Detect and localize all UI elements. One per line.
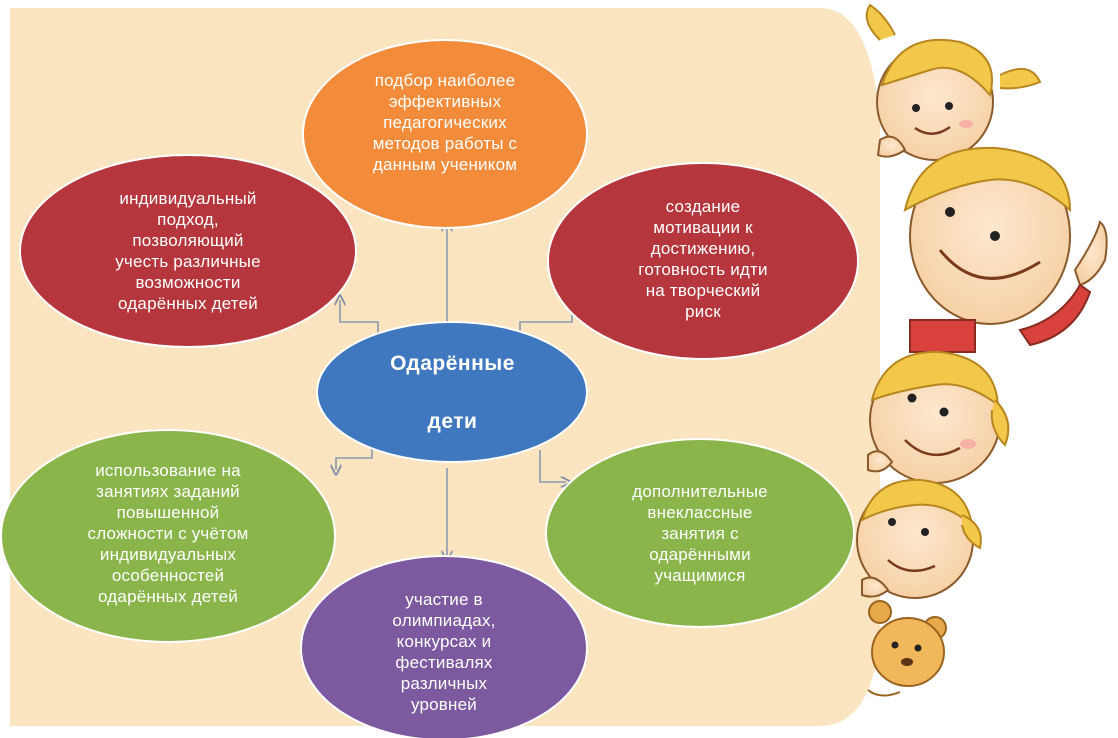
node-bottom-ellipse [300, 555, 588, 738]
arrow-to-lower-right [539, 450, 566, 482]
child-big [903, 146, 1108, 353]
center-ellipse [316, 321, 588, 463]
center-title-line1: Одарённые [390, 352, 515, 375]
node-lower-left-ellipse [0, 429, 336, 643]
child-top [865, 3, 1042, 161]
node-upper-right-text: создание мотивации к достижению, готовно… [638, 197, 768, 321]
node-lower-right-ellipse [545, 438, 855, 628]
child-lower [856, 478, 982, 599]
node-lower-left-text: использование на занятиях заданий повыше… [87, 460, 249, 606]
node-lower-right-text: дополнительные внеклассные занятия с ода… [632, 481, 768, 585]
child-middle [867, 350, 1010, 484]
node-upper-left-text: индивидуальный подход, позволяющий учест… [115, 189, 261, 313]
node-upper-right-ellipse [547, 162, 859, 360]
node-upper-left-ellipse [19, 154, 357, 348]
teddy-bear [867, 600, 947, 697]
center-title-line2: дети [427, 410, 478, 433]
node-top-text: подбор наиболее эффективных педагогическ… [372, 70, 518, 174]
node-top-ellipse [302, 39, 588, 229]
children-illustration [856, 3, 1108, 697]
node-bottom-text: участие в олимпиадах, конкурсах и фестив… [392, 590, 496, 714]
